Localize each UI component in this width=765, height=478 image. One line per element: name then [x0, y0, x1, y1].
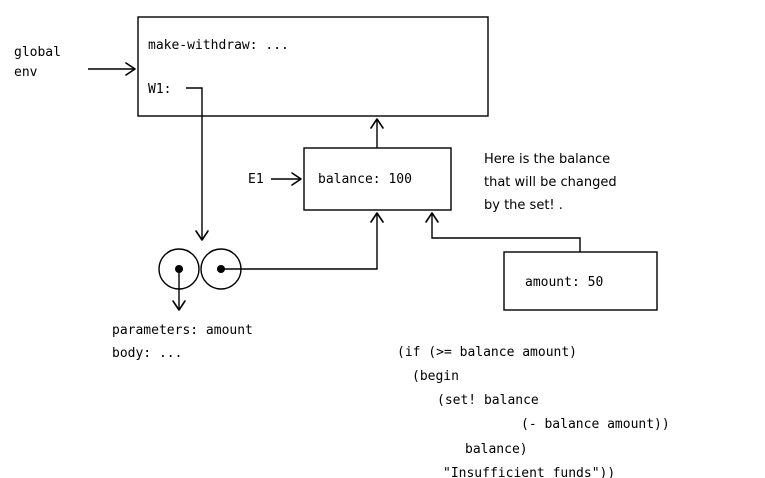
note-line-2: that will be changed	[484, 175, 617, 190]
amount-frame-enclosing-env-arrow	[425, 212, 581, 252]
global-env-frame	[137, 16, 489, 117]
balance-binding: balance: 100	[318, 172, 412, 187]
w1-pointer-arrow	[186, 87, 209, 241]
procedure-body: body: ...	[112, 346, 182, 361]
code-line-5: balance)	[465, 442, 528, 457]
global-env-label-line1: global	[14, 45, 61, 60]
e1-pointer-arrow	[271, 172, 302, 186]
code-line-2: (begin	[412, 369, 459, 384]
e1-label: E1	[248, 172, 264, 187]
procedure-parameters: parameters: amount	[112, 323, 253, 338]
code-line-4: (- balance amount))	[521, 417, 670, 432]
amount-binding: amount: 50	[525, 275, 603, 290]
code-line-1: (if (>= balance amount)	[397, 345, 577, 360]
procedure-env-pointer-arrow	[221, 212, 384, 270]
global-env-pointer-arrow	[88, 62, 136, 76]
code-line-3: (set! balance	[437, 393, 539, 408]
note-line-3: by the set! .	[484, 198, 563, 213]
e1-enclosing-env-arrow	[370, 118, 384, 148]
note-line-1: Here is the balance	[484, 152, 610, 167]
global-env-label-line2: env	[14, 65, 38, 80]
e1-frame	[303, 147, 452, 211]
w1-binding: W1:	[148, 82, 171, 97]
make-withdraw-binding: make-withdraw: ...	[148, 38, 289, 53]
code-pointer-arrow	[172, 269, 186, 311]
code-line-6: "Insufficient funds"))	[443, 466, 615, 478]
